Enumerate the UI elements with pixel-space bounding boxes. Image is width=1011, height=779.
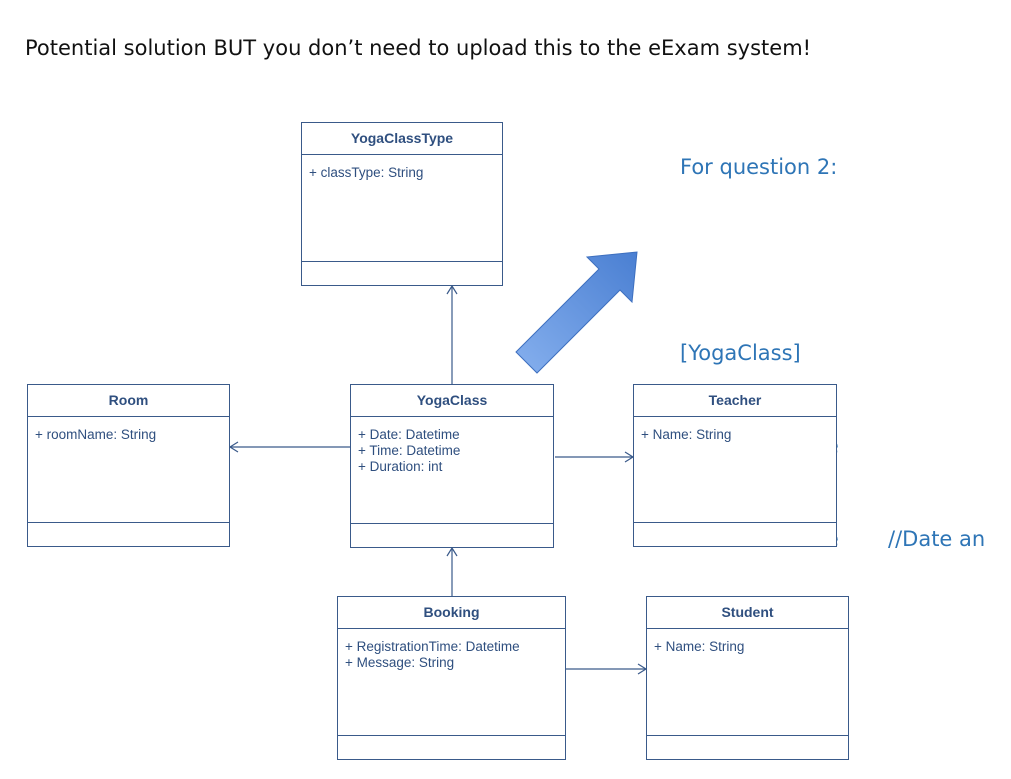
arrowhead-room	[228, 441, 239, 453]
class-attributes: + RegistrationTime: Datetime + Message: …	[338, 629, 565, 736]
attribute: + Name: String	[654, 639, 745, 654]
attribute: + Message: String	[345, 655, 455, 670]
class-attributes: + roomName: String	[28, 417, 229, 523]
class-attributes: + Name: String	[634, 417, 836, 523]
note-line-class: [YogaClass]	[680, 341, 801, 365]
attribute: + Duration: int	[358, 459, 443, 474]
class-name: YogaClass	[351, 385, 553, 417]
class-teacher: Teacher + Name: String	[633, 384, 837, 547]
class-booking: Booking + RegistrationTime: Datetime + M…	[337, 596, 566, 760]
class-yogaclass: YogaClass + Date: Datetime + Time: Datet…	[350, 384, 554, 548]
arrowhead-yogaclass	[446, 546, 458, 557]
class-attributes: + Name: String	[647, 629, 848, 736]
attribute: + roomName: String	[35, 427, 157, 442]
class-name: Student	[647, 597, 848, 629]
class-operations	[28, 523, 229, 545]
class-operations	[634, 523, 836, 545]
class-attributes: + Date: Datetime + Time: Datetime + Dura…	[351, 417, 553, 524]
class-operations	[338, 736, 565, 758]
class-student: Student + Name: String	[646, 596, 849, 760]
class-operations	[302, 262, 502, 284]
class-name: Room	[28, 385, 229, 417]
class-room: Room + roomName: String	[27, 384, 230, 547]
class-name: YogaClassType	[302, 123, 502, 155]
attribute: + classType: String	[309, 165, 424, 180]
page-heading: Potential solution BUT you don’t need to…	[25, 36, 812, 60]
class-operations	[351, 524, 553, 546]
class-operations	[647, 736, 848, 758]
note-title: For question 2:	[680, 155, 838, 179]
highlight-arrow	[515, 251, 638, 374]
attribute: + Date: Datetime	[358, 427, 460, 442]
arrowhead-yogaclasstype	[446, 284, 458, 295]
attribute: + Name: String	[641, 427, 732, 442]
note-comment: //Date an	[888, 527, 986, 551]
attribute: + RegistrationTime: Datetime	[345, 639, 520, 654]
class-yogaclasstype: YogaClassType + classType: String	[301, 122, 503, 286]
attribute: + Time: Datetime	[358, 443, 461, 458]
class-attributes: + classType: String	[302, 155, 502, 262]
class-name: Teacher	[634, 385, 836, 417]
class-name: Booking	[338, 597, 565, 629]
